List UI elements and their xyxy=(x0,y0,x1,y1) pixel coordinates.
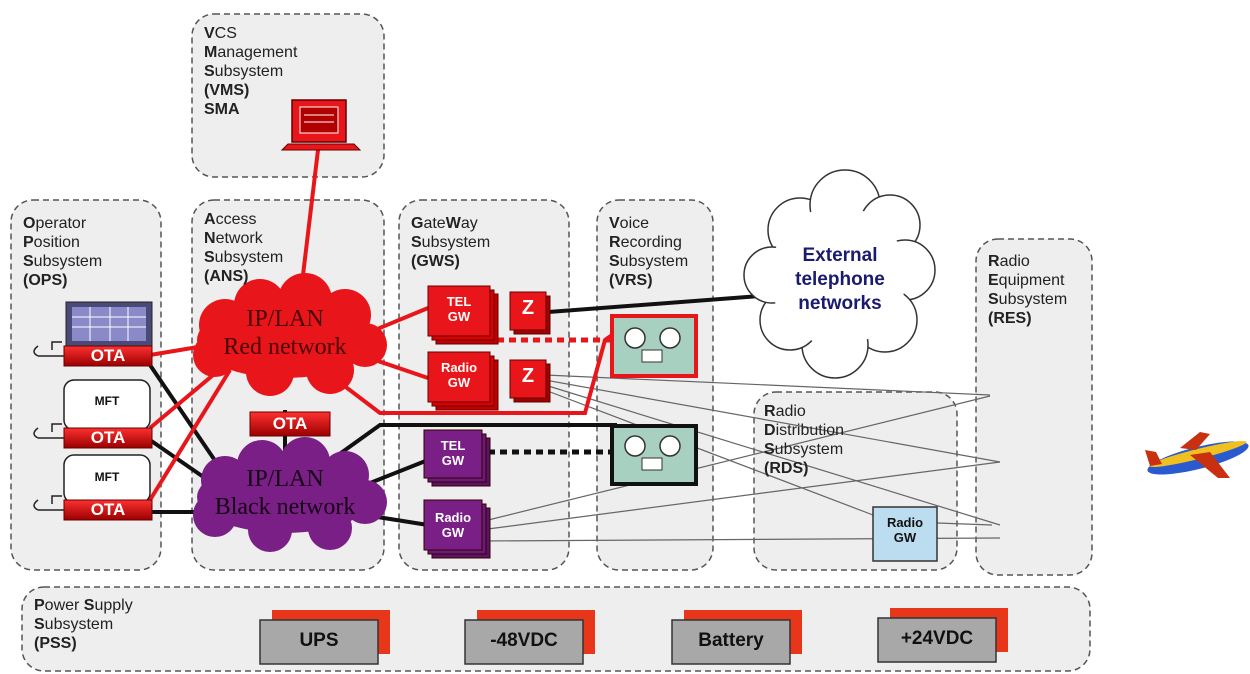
z-label-1: Z xyxy=(521,297,535,319)
red-network-cloud xyxy=(193,273,387,396)
vms-label: VCS Management Subsystem (VMS) SMA xyxy=(204,25,298,118)
red-network-label: IP/LAN Red network xyxy=(223,306,347,360)
headset-icon xyxy=(33,341,64,511)
battery-box xyxy=(671,610,802,665)
ota-label-2: OTA xyxy=(90,428,126,447)
tel-gw-black-stack xyxy=(423,429,491,487)
24vdc-label: +24VDC xyxy=(900,628,974,649)
48vdc-box xyxy=(464,610,595,665)
res-frame xyxy=(975,238,1093,576)
rds-label: Radio Distribution Subsystem (RDS) xyxy=(764,403,845,477)
radio-gw-red-stack xyxy=(427,351,499,411)
mft-label-2: MFT xyxy=(94,470,120,484)
gws-label: GateWay Subsystem (GWS) xyxy=(411,215,491,270)
radio-links xyxy=(479,374,1001,542)
z-box-2 xyxy=(509,359,551,403)
48vdc-label: -48VDC xyxy=(490,630,558,651)
ans-label: Access Network Subsystem (ANS) xyxy=(204,211,284,285)
black-network-label: IP/LAN Black network xyxy=(214,466,356,520)
z-label-2: Z xyxy=(521,365,535,387)
ota-label-ans: OTA xyxy=(272,414,308,433)
tel-gw-red-stack xyxy=(427,285,499,345)
pss-label: Power Supply Subsystem (PSS) xyxy=(34,597,133,652)
mft-label-1: MFT xyxy=(94,394,120,408)
ota-bar-ans xyxy=(249,411,331,437)
battery-label: Battery xyxy=(698,630,764,651)
black-network-cloud xyxy=(193,437,387,552)
ota-label-1: OTA xyxy=(90,346,126,365)
z-box-1 xyxy=(509,291,551,335)
operator-screen-icon xyxy=(65,301,153,347)
vrs-label: Voice Recording Subsystem (VRS) xyxy=(609,215,689,289)
rds-radio-gw-box xyxy=(872,506,938,562)
airplane-icon xyxy=(1145,432,1249,478)
radio-gw-black-stack xyxy=(423,499,491,559)
recorder-black-icon xyxy=(610,424,698,486)
ups-label: UPS xyxy=(299,630,339,651)
ups-box xyxy=(259,610,390,665)
res-label: Radio Equipment Subsystem (RES) xyxy=(988,253,1068,327)
workstation-icon xyxy=(280,99,362,151)
24vdc-box xyxy=(877,608,1008,663)
ops-label: Operator Position Subsystem (OPS) xyxy=(23,215,103,289)
ota-label-3: OTA xyxy=(90,500,126,519)
external-network-label: External telephone networks xyxy=(795,245,885,314)
external-network-cloud xyxy=(743,169,936,379)
recorder-red-icon xyxy=(610,314,698,378)
